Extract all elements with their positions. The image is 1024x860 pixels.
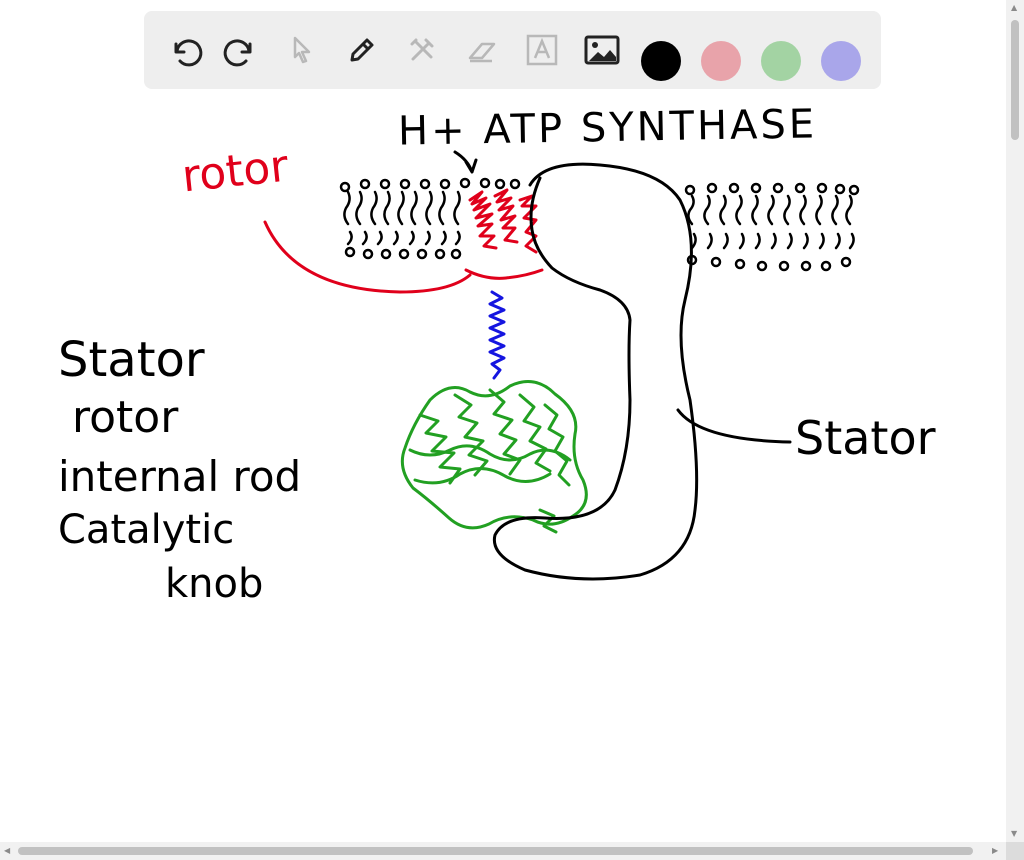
list-catalytic-label: Catalytic — [58, 507, 235, 553]
list-internal-rod-label: internal rod — [58, 452, 302, 501]
rotor-red-label: rotor — [179, 140, 291, 203]
membrane-left-tails — [343, 190, 461, 246]
horizontal-scroll-thumb[interactable] — [18, 847, 973, 855]
eraser-icon[interactable] — [462, 30, 502, 70]
membrane-left-bottom — [344, 246, 462, 260]
stator-pointer-line — [676, 408, 792, 444]
redo-icon[interactable] — [222, 30, 262, 70]
undo-icon[interactable] — [164, 30, 204, 70]
list-rotor-label: rotor — [72, 392, 179, 443]
scroll-down-icon[interactable]: ▼ — [1011, 829, 1018, 838]
vertical-scrollbar[interactable]: ▲ ▼ — [1006, 0, 1024, 842]
membrane-left-top — [339, 177, 521, 193]
stator-right-label: Stator — [795, 411, 936, 465]
scrollbar-corner — [1006, 842, 1024, 860]
color-blue-swatch[interactable] — [821, 41, 861, 81]
horizontal-scrollbar[interactable]: ◀ ▶ — [0, 842, 1006, 860]
image-icon[interactable] — [582, 30, 622, 70]
color-red-swatch[interactable] — [701, 41, 741, 81]
list-stator-label: Stator — [58, 332, 205, 388]
pointer-icon[interactable] — [282, 30, 322, 70]
membrane-right-tails — [687, 194, 855, 250]
scroll-up-icon[interactable]: ▲ — [1011, 3, 1018, 12]
drawing-strokes — [263, 150, 860, 581]
membrane-right-top — [684, 182, 860, 196]
color-black-swatch[interactable] — [641, 41, 681, 81]
pen-icon[interactable] — [342, 30, 382, 70]
drawing-toolbar — [144, 11, 881, 89]
text-icon[interactable] — [522, 30, 562, 70]
membrane-right-bottom — [686, 254, 852, 272]
catalytic-knob — [400, 380, 588, 534]
list-knob-label: knob — [165, 561, 264, 607]
stator-arm — [492, 162, 699, 581]
vertical-scroll-thumb[interactable] — [1011, 20, 1019, 140]
whiteboard-canvas[interactable]: H+ ATP SYNTHASE rotor Stator Stator roto… — [0, 100, 1006, 842]
scroll-left-icon[interactable]: ◀ — [4, 846, 11, 855]
color-green-swatch[interactable] — [761, 41, 801, 81]
scroll-right-icon[interactable]: ▶ — [992, 846, 999, 855]
rotor-ring — [464, 188, 544, 280]
title-arrow — [453, 150, 478, 174]
internal-rod — [488, 290, 506, 380]
rotor-pointer-line — [263, 220, 472, 294]
title-label: H+ ATP SYNTHASE — [397, 101, 818, 155]
tools-icon[interactable] — [402, 30, 442, 70]
